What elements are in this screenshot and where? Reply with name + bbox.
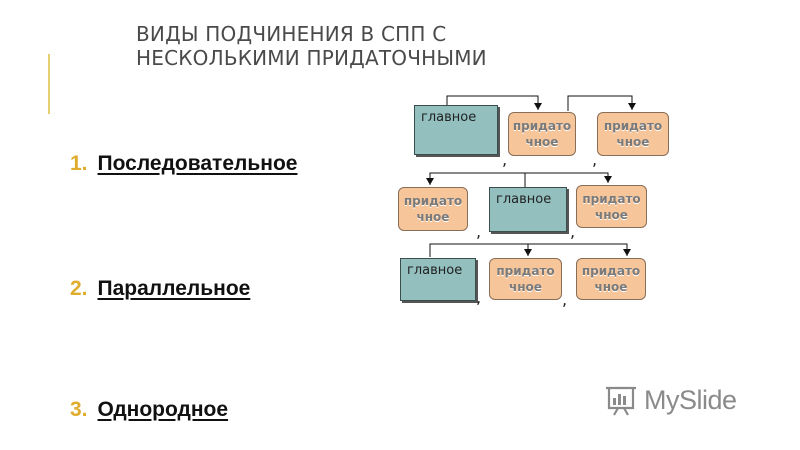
- list-item-homogeneous: 3. Однородное: [70, 398, 228, 422]
- list-link-parallel[interactable]: Параллельное: [97, 277, 251, 300]
- title-line-1: ВИДЫ ПОДЧИНЕНИЯ В СПП С: [136, 22, 447, 46]
- main-clause-box: главное: [489, 187, 567, 232]
- comma-mark: ,: [562, 290, 568, 309]
- subordinate-clause-label: придато чное: [581, 264, 641, 294]
- subordinate-clause-box: придато чное: [489, 258, 562, 300]
- main-clause-box: главное: [414, 105, 498, 155]
- list-link-sequential[interactable]: Последовательное: [97, 152, 298, 175]
- comma-mark: ,: [502, 150, 508, 169]
- comma-mark: ,: [592, 150, 598, 169]
- main-clause-label: главное: [496, 192, 552, 207]
- main-clause-label: главное: [421, 110, 477, 125]
- subordinate-clause-box: придато чное: [576, 185, 647, 228]
- list-number: 2.: [70, 277, 88, 300]
- page-title: ВИДЫ ПОДЧИНЕНИЯ В СПП С НЕСКОЛЬКИМИ ПРИД…: [136, 22, 736, 70]
- subordinate-clause-label: придато чное: [496, 264, 555, 294]
- list-item-sequential: 1. Последовательное: [70, 152, 297, 176]
- comma-mark: ,: [476, 222, 482, 241]
- logo-text: MySlide: [644, 384, 737, 415]
- subordinate-clause-label: придато чное: [582, 191, 641, 222]
- list-number: 1.: [70, 152, 88, 175]
- comma-mark: ,: [570, 222, 576, 241]
- subordinate-clause-box: придато чное: [597, 112, 669, 156]
- main-clause-box: главное: [400, 258, 476, 301]
- connector-main-to-sub-right: [525, 172, 612, 183]
- subordinate-clause-label: придато чное: [603, 119, 663, 149]
- subordinate-clause-label: придато чное: [403, 194, 463, 224]
- connector-main-to-sub1: [446, 95, 542, 110]
- main-clause-label: главное: [407, 263, 463, 278]
- subordinate-clause-box: придато чное: [398, 187, 468, 231]
- list-link-homogeneous[interactable]: Однородное: [97, 398, 229, 421]
- list-item-parallel: 2. Параллельное: [70, 277, 250, 301]
- myslide-logo: MySlide: [604, 384, 737, 416]
- subordinate-clause-label: придато чное: [512, 119, 572, 149]
- accent-bar: [48, 54, 50, 114]
- title-line-2: НЕСКОЛЬКИМИ ПРИДАТОЧНЫМИ: [136, 46, 487, 70]
- connector-main-to-sub-left: [426, 172, 526, 187]
- list-number: 3.: [70, 398, 88, 421]
- subordinate-clause-box: придато чное: [576, 258, 646, 300]
- presentation-board-icon: [606, 386, 636, 416]
- comma-mark: ,: [476, 288, 482, 307]
- subordinate-clause-box: придато чное: [508, 112, 576, 156]
- connector-sub1-to-sub2: [567, 95, 636, 111]
